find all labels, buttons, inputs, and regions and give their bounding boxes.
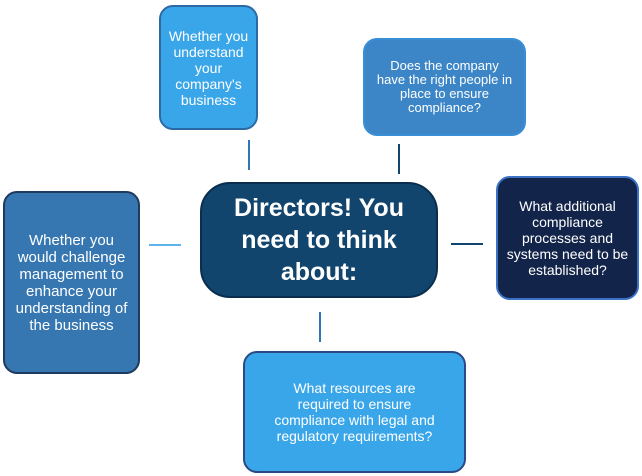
node-compliance-processes-text: What additional compliance processes and… xyxy=(506,198,629,278)
node-understand-business: Whether you understand your company's bu… xyxy=(159,5,258,130)
central-node: Directors! You need to think about: xyxy=(200,182,438,298)
node-right-people: Does the company have the right people i… xyxy=(363,38,526,136)
connector-top xyxy=(248,140,250,170)
node-understand-business-text: Whether you understand your company's bu… xyxy=(168,27,249,108)
connector-right xyxy=(451,243,483,245)
node-compliance-processes: What additional compliance processes and… xyxy=(496,176,639,300)
central-node-text: Directors! You need to think about: xyxy=(234,194,404,286)
node-resources-required-text: What resources are required to ensure co… xyxy=(274,380,435,444)
connector-left xyxy=(149,244,181,246)
node-resources-required: What resources are required to ensure co… xyxy=(243,351,466,473)
node-right-people-text: Does the company have the right people i… xyxy=(376,58,513,115)
node-challenge-management-text: Whether you would challenge management t… xyxy=(15,231,128,334)
node-challenge-management: Whether you would challenge management t… xyxy=(3,191,140,374)
connector-top-right xyxy=(398,144,400,174)
connector-bottom xyxy=(319,312,321,342)
